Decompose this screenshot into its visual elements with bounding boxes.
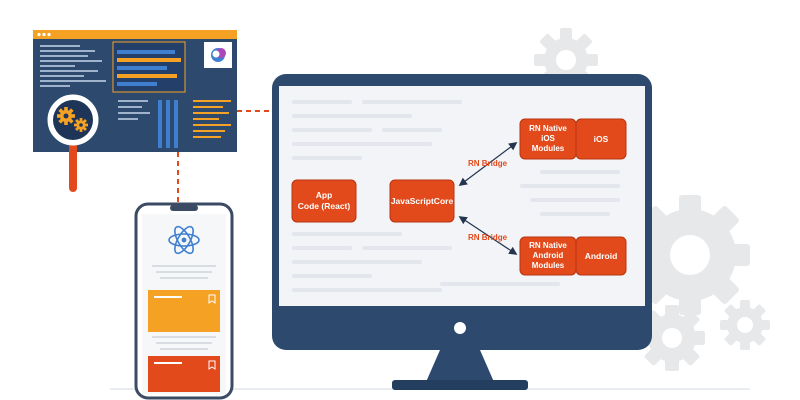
node-javascriptcore: JavaScriptCore (389, 179, 455, 223)
node-rn-android-line1: RN Native (529, 241, 567, 250)
node-rn-android-line2: Android (533, 251, 564, 260)
node-android: Android (575, 236, 627, 276)
edge-bridge-top-label: RN Bridge (468, 159, 508, 168)
gear-icon (534, 28, 598, 92)
edge-bridge-bottom-label: RN Bridge (468, 233, 508, 242)
node-rn-ios-line3: Modules (532, 144, 565, 153)
node-rn-ios-line2: iOS (541, 134, 555, 143)
edge-bridge-top-arrow (458, 141, 518, 187)
node-rn-android-line3: Modules (532, 261, 565, 270)
phone-notch (170, 205, 198, 211)
react-logo-icon (168, 225, 200, 255)
screen-code-lines (292, 100, 620, 292)
node-app-code-line2: Code (React) (298, 201, 351, 211)
bookmark-icon (208, 360, 216, 370)
node-rn-ios-modules: RN Native iOS Modules (519, 118, 577, 160)
node-rn-android-modules: RN Native Android Modules (519, 236, 577, 276)
gear-icon (630, 195, 750, 315)
node-ios-label: iOS (594, 134, 609, 144)
node-rn-ios-line1: RN Native (529, 124, 567, 133)
bookmark-icon (208, 294, 216, 304)
phone (134, 202, 234, 400)
monitor-stand (426, 350, 494, 382)
node-ios: iOS (575, 118, 627, 160)
node-android-label: Android (585, 251, 618, 261)
monitor-base (392, 380, 528, 390)
node-app-code: App Code (React) (291, 179, 357, 223)
node-javascriptcore-label: JavaScriptCore (391, 196, 454, 206)
gear-icon (720, 300, 770, 350)
window-titlebar (33, 30, 237, 39)
monitor-power-button (454, 322, 466, 334)
magnifier-icon (47, 94, 99, 192)
edge-bridge-bottom-arrow (458, 216, 518, 255)
node-app-code-line1: App (316, 190, 333, 200)
gear-icon (639, 305, 705, 371)
